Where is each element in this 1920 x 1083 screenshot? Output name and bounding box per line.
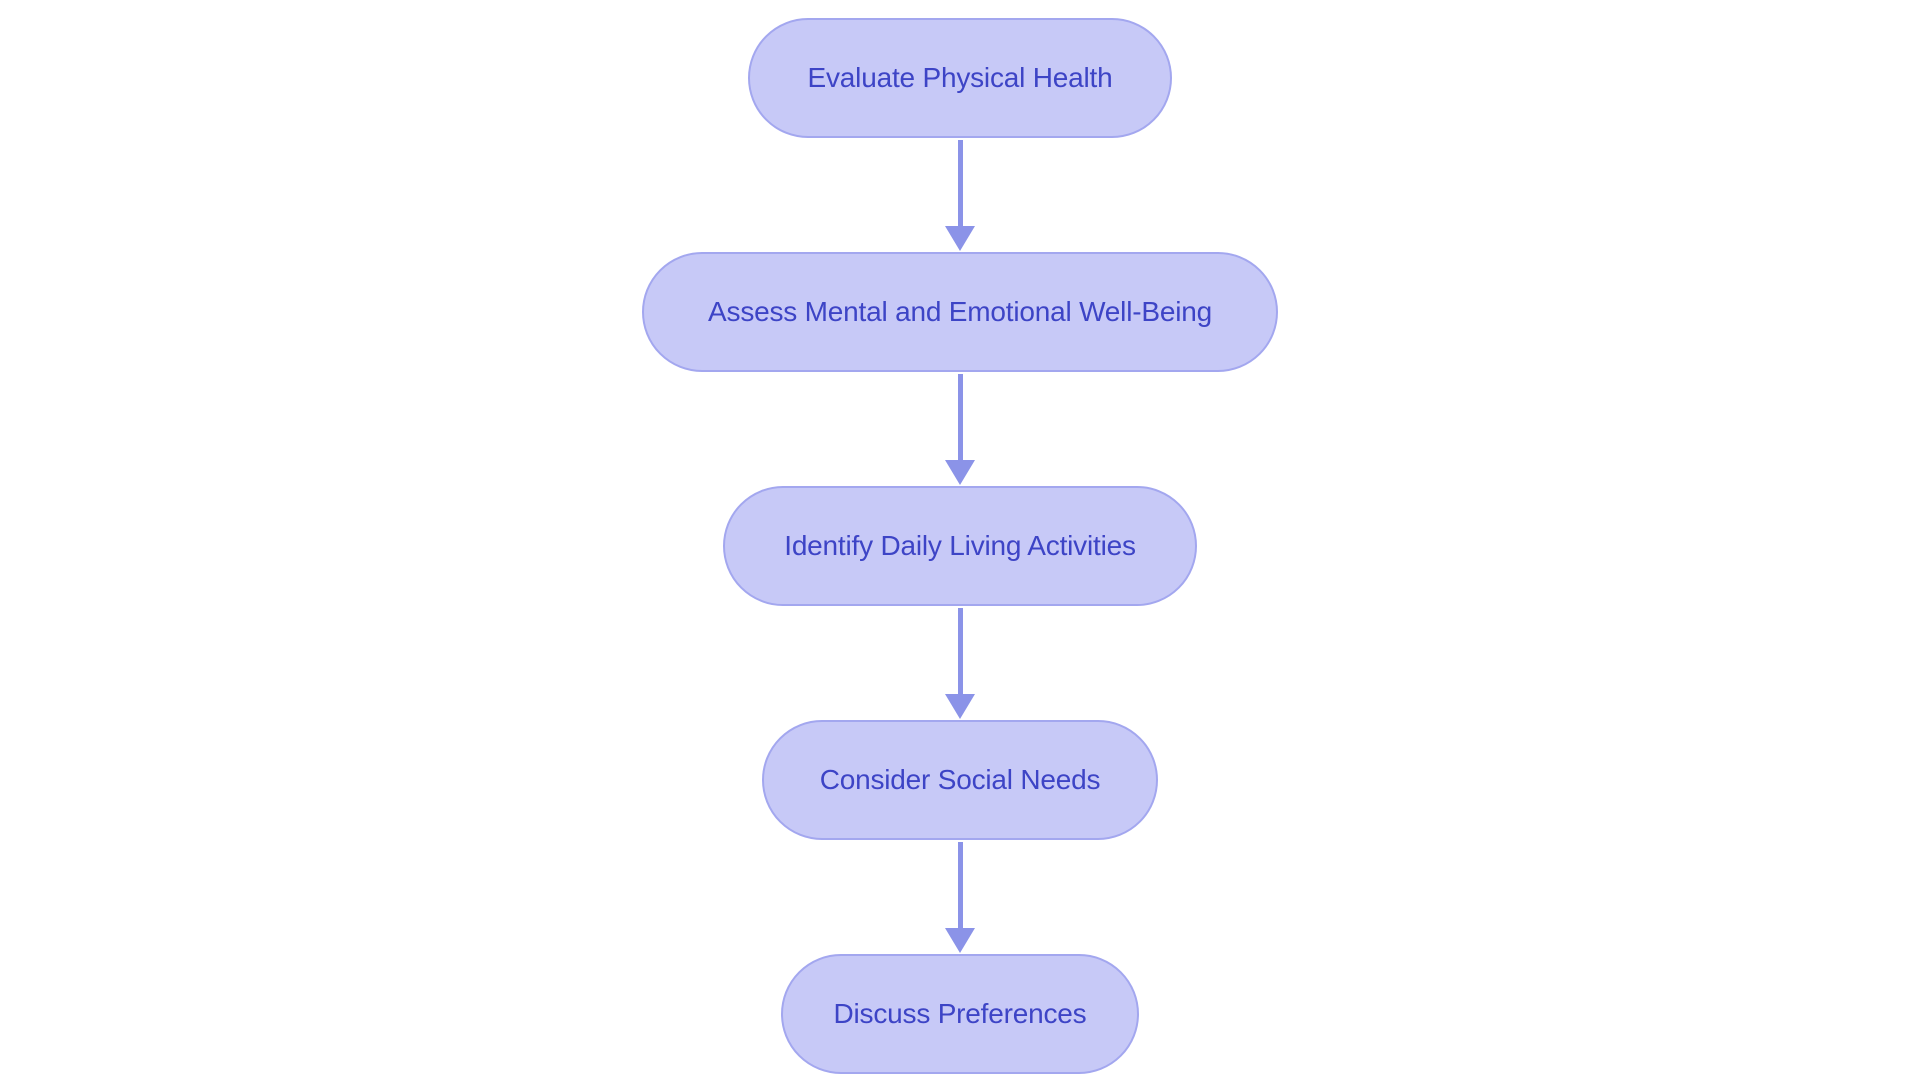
flowchart-node-consider-social-needs: Consider Social Needs (762, 720, 1158, 840)
arrow-head-icon (945, 460, 975, 485)
arrow-head-icon (945, 928, 975, 953)
flowchart-node-identify-daily-living-activities: Identify Daily Living Activities (723, 486, 1197, 606)
arrow-shaft (957, 374, 963, 460)
arrow-shaft (957, 608, 963, 694)
flowchart-node-assess-mental-emotional-well-being: Assess Mental and Emotional Well-Being (642, 252, 1278, 372)
flow-arrow-4 (945, 842, 975, 954)
flow-arrow-1 (945, 140, 975, 252)
node-label: Evaluate Physical Health (807, 62, 1113, 93)
node-label: Discuss Preferences (833, 998, 1087, 1029)
flow-arrow-3 (945, 608, 975, 720)
arrow-head-icon (945, 694, 975, 719)
arrow-shaft (957, 140, 963, 226)
flowchart-node-evaluate-physical-health: Evaluate Physical Health (748, 18, 1172, 138)
flow-arrow-2 (945, 374, 975, 486)
node-label: Identify Daily Living Activities (784, 530, 1136, 561)
node-label: Consider Social Needs (819, 764, 1101, 795)
arrow-shaft (957, 842, 963, 928)
arrow-head-icon (945, 226, 975, 251)
node-label: Assess Mental and Emotional Well-Being (708, 296, 1212, 327)
flowchart-node-discuss-preferences: Discuss Preferences (781, 954, 1139, 1074)
